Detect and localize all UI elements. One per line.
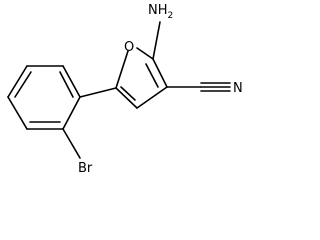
bond-ph-c4-c5-double (14, 71, 32, 98)
bond-c2-c3 (152, 58, 168, 88)
bond-ph-br (62, 128, 81, 159)
bond-o-c5 (115, 50, 129, 89)
bond-c2-nh2 (152, 21, 161, 60)
bond-c4-c5-double (120, 86, 136, 101)
bond-c4-c5 (115, 87, 138, 109)
oxygen-atom-label: O (124, 40, 134, 55)
bond-c2-c3-double (145, 63, 159, 88)
bond-ph-c6-c1 (62, 65, 81, 98)
bond-c3-c4 (136, 86, 168, 109)
bond-c5-phenyl (79, 87, 117, 98)
bond-ph-c1-c2 (62, 96, 81, 130)
bond-ph-c3-c4 (7, 96, 28, 130)
bond-ph-c4-c5 (7, 65, 28, 98)
bond-ph-c6-c1-double (59, 71, 74, 98)
amino-group-label: NH2 (148, 3, 173, 21)
bond-o-c2 (136, 47, 154, 60)
bromine-atom-label: Br (78, 161, 93, 176)
molecule-structure: O NH2 N Br (7, 3, 243, 176)
nitrile-nitrogen-label: N (233, 81, 243, 96)
